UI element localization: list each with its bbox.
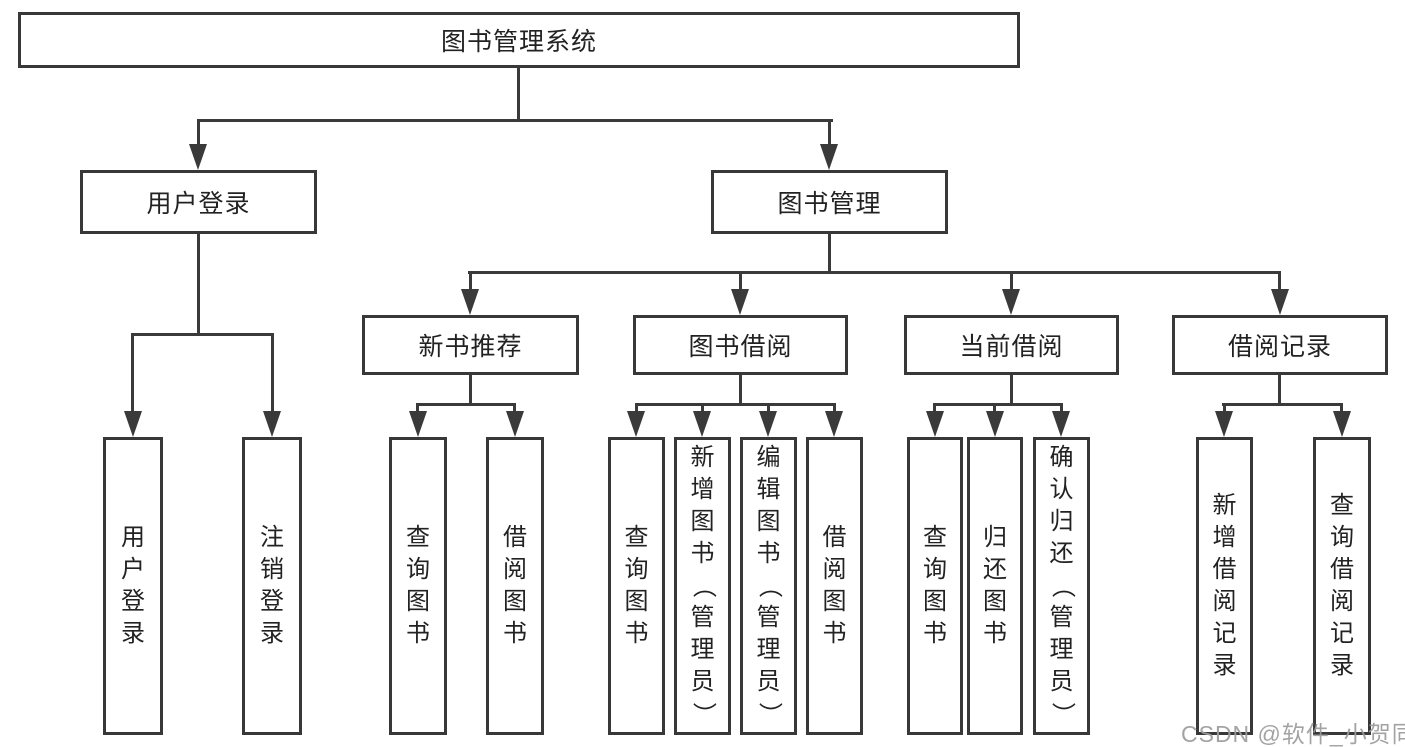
node-book-management: 图书管理 [711,170,948,234]
arrow-down-icon [1052,411,1070,437]
connector [1223,403,1226,413]
leaf-current-confirm-return-admin: 确认归还（管理员） [1033,437,1090,735]
node-book-borrow-label: 图书借阅 [688,333,793,361]
leaf-borrow-edit-books-admin: 编辑图书（管理员） [740,437,797,735]
leaf-user-login: 用户登录 [103,437,163,735]
leaf-borrow-query-books-label: 查询图书 [624,524,649,647]
arrow-down-icon [825,411,843,437]
leaf-borrow-query-books: 查询图书 [608,437,665,735]
arrow-down-icon [820,144,838,170]
connector [1278,375,1281,405]
arrow-down-icon [926,411,944,437]
connector [1060,403,1063,413]
node-book-borrow: 图书借阅 [633,315,848,375]
connector [517,68,520,121]
leaf-user-login-label: 用户登录 [121,524,145,647]
leaf-current-query-books: 查询图书 [907,437,963,735]
arrow-down-icon [461,289,479,315]
node-book-management-label: 图书管理 [777,190,882,218]
connector [131,333,273,336]
leaf-borrow-borrow-books-label: 借阅图书 [822,524,847,647]
leaf-logout-label: 注销登录 [260,524,284,647]
node-current-borrow-label: 当前借阅 [959,333,1064,361]
csdn-watermark: CSDN @软件_小贺同学 [1181,721,1405,747]
node-user-login: 用户登录 [80,170,317,234]
connector [1010,375,1013,405]
arrow-down-icon [1002,289,1020,315]
arrow-down-icon [1271,289,1289,315]
connector [1278,271,1281,291]
leaf-recommend-borrow-books: 借阅图书 [486,437,544,735]
connector [197,234,200,335]
arrow-down-icon [409,411,427,437]
arrow-down-icon [693,411,711,437]
connector [197,119,200,147]
connector [468,271,1281,274]
node-new-book-recommend-label: 新书推荐 [418,333,523,361]
node-borrow-records-label: 借阅记录 [1227,333,1332,361]
connector [1010,271,1013,291]
connector [635,403,835,406]
connector [933,403,936,413]
connector [701,403,704,413]
leaf-current-query-books-label: 查询图书 [923,524,947,647]
connector [739,271,742,291]
connector [993,403,996,413]
leaf-records-query-record: 查询借阅记录 [1313,437,1371,735]
node-root: 图书管理系统 [18,12,1020,68]
node-current-borrow: 当前借阅 [904,315,1119,375]
arrow-down-icon [986,411,1004,437]
node-borrow-records: 借阅记录 [1172,315,1388,375]
connector [767,403,770,413]
node-new-book-recommend: 新书推荐 [362,315,579,375]
leaf-current-return-books: 归还图书 [967,437,1023,735]
arrow-down-icon [124,411,142,437]
arrow-down-icon [1215,411,1233,437]
connector [469,375,472,405]
leaf-records-add-record: 新增借阅记录 [1196,437,1253,735]
connector [513,403,516,413]
leaf-records-add-record-label: 新增借阅记录 [1212,492,1237,679]
leaf-current-confirm-return-admin-label: 确认归还（管理员） [1048,444,1076,727]
leaf-borrow-edit-books-admin-label: 编辑图书（管理员） [755,444,783,727]
leaf-current-return-books-label: 归还图书 [983,524,1007,647]
connector [635,403,638,413]
arrow-down-icon [759,411,777,437]
leaf-recommend-borrow-books-label: 借阅图书 [503,524,527,647]
connector [828,119,831,147]
connector [833,403,836,413]
connector [131,333,134,413]
node-root-label: 图书管理系统 [440,28,597,56]
connector [416,403,516,406]
leaf-borrow-add-books-admin: 新增图书（管理员） [674,437,731,735]
arrow-down-icon [1333,411,1351,437]
arrow-down-icon [506,411,524,437]
leaf-borrow-add-books-admin-label: 新增图书（管理员） [689,444,717,727]
leaf-logout: 注销登录 [242,437,302,735]
leaf-borrow-borrow-books: 借阅图书 [806,437,863,735]
leaf-recommend-query-books-label: 查询图书 [406,524,430,647]
node-user-login-label: 用户登录 [146,190,251,218]
connector [1340,403,1343,413]
arrow-down-icon [189,144,207,170]
connector [828,234,831,274]
leaf-recommend-query-books: 查询图书 [389,437,447,735]
arrow-down-icon [263,411,281,437]
connector [933,403,1063,406]
arrow-down-icon [627,411,645,437]
connector [271,333,274,413]
connector [416,403,419,413]
connector [1222,403,1342,406]
connector [739,375,742,405]
connector [197,119,833,122]
leaf-records-query-record-label: 查询借阅记录 [1330,492,1354,679]
arrow-down-icon [731,289,749,315]
connector [469,271,472,291]
